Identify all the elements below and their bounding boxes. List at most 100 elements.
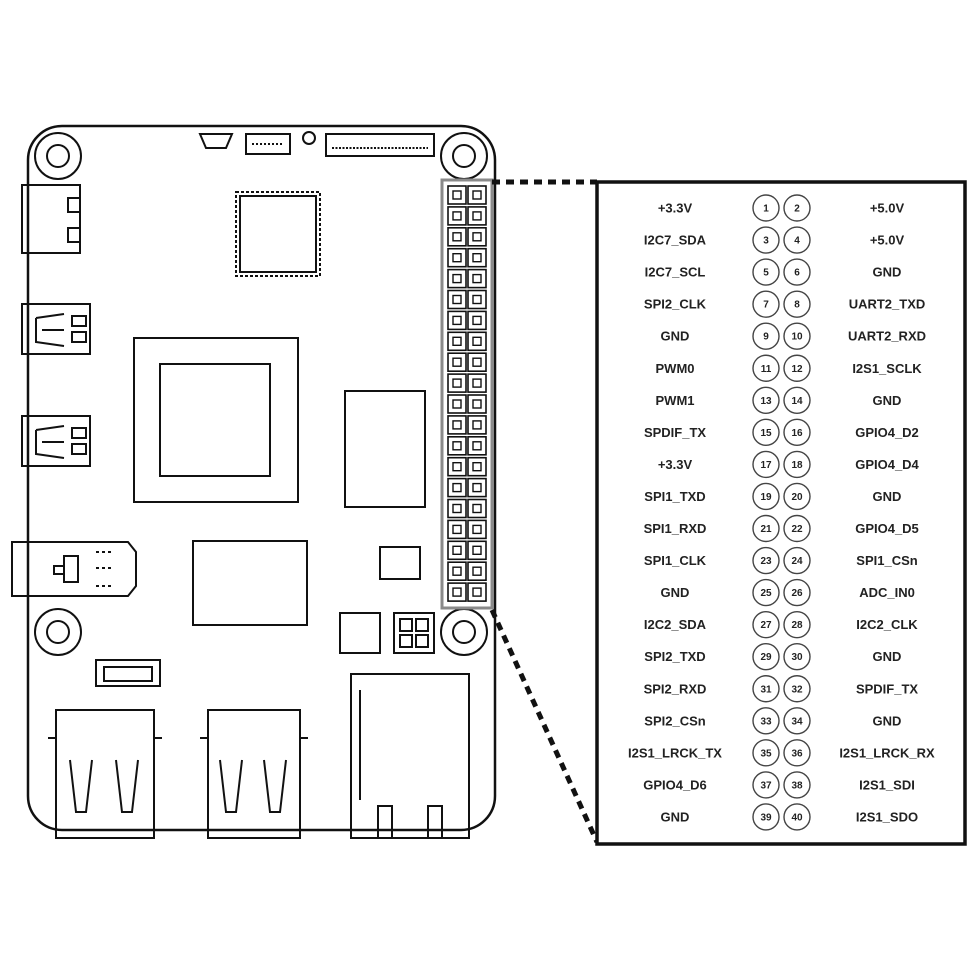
header-pin bbox=[467, 352, 487, 373]
right-pin-label: I2S1_SDI bbox=[859, 777, 915, 792]
top-led bbox=[302, 131, 316, 145]
left-pin-label: PWM1 bbox=[656, 393, 695, 408]
soc-chip bbox=[133, 337, 299, 503]
pin-number-right: 26 bbox=[791, 588, 803, 599]
audio-jack bbox=[11, 541, 137, 597]
left-pin-label: I2C7_SDA bbox=[644, 233, 707, 248]
pin-circle-right bbox=[783, 546, 811, 575]
left-pin-label: SPI2_RXD bbox=[644, 681, 707, 696]
header-pin bbox=[467, 540, 487, 561]
micro-hdmi-port-2 bbox=[21, 415, 91, 467]
header-pin bbox=[447, 185, 467, 205]
top-fpc-connector-large bbox=[325, 133, 435, 157]
header-pin bbox=[467, 456, 487, 477]
micro-hdmi-port-1 bbox=[21, 303, 91, 355]
mounting-hole-top-left bbox=[34, 132, 82, 180]
pin-circle-left bbox=[752, 194, 780, 222]
pin-circle-right bbox=[783, 739, 811, 767]
header-pin bbox=[467, 373, 487, 393]
pin-circle-left bbox=[752, 771, 780, 799]
pin-circle-left bbox=[752, 739, 780, 767]
left-pin-label: SPI2_TXD bbox=[644, 649, 705, 664]
pin-number-left: 3 bbox=[763, 236, 769, 247]
header-pin bbox=[447, 498, 467, 519]
left-pin-label: I2C7_SCL bbox=[645, 265, 706, 280]
pmic-chip bbox=[339, 612, 381, 654]
header-pin bbox=[467, 227, 487, 247]
left-pin-label: GND bbox=[661, 329, 690, 344]
header-pin bbox=[467, 435, 487, 456]
pin-circle-right bbox=[783, 290, 811, 318]
pin-number-left: 19 bbox=[760, 492, 772, 503]
left-pin-label: PWM0 bbox=[656, 361, 695, 376]
header-pin bbox=[467, 289, 487, 310]
header-pin bbox=[447, 289, 467, 310]
header-pin bbox=[467, 415, 487, 435]
left-pin-label: GPIO4_D6 bbox=[643, 777, 707, 792]
pin-number-right: 16 bbox=[791, 428, 803, 439]
fan-header bbox=[393, 612, 435, 654]
header-pin bbox=[447, 331, 467, 352]
pin-number-left: 29 bbox=[760, 652, 772, 663]
pin-number-right: 2 bbox=[794, 204, 800, 215]
right-pin-label: +5.0V bbox=[870, 201, 905, 216]
pin-circle-right bbox=[783, 258, 811, 286]
pin-circle-left bbox=[752, 290, 780, 318]
header-pin bbox=[447, 310, 467, 331]
pin-number-right: 18 bbox=[791, 460, 803, 471]
pin-circle-left bbox=[752, 322, 780, 350]
pin-number-left: 1 bbox=[763, 204, 769, 215]
right-pin-label: UART2_RXD bbox=[848, 329, 926, 344]
pin-number-right: 10 bbox=[791, 332, 803, 343]
header-pin bbox=[467, 310, 487, 331]
pin-number-right: 32 bbox=[791, 684, 803, 695]
gpio-header bbox=[440, 178, 494, 610]
pin-number-right: 20 bbox=[791, 492, 803, 503]
header-pin bbox=[467, 519, 487, 540]
top-fpc-connector-small bbox=[245, 133, 291, 155]
pinout-panel bbox=[595, 180, 967, 846]
right-pin-label: ADC_IN0 bbox=[859, 585, 915, 600]
right-pin-label: GND bbox=[873, 489, 902, 504]
pin-number-right: 38 bbox=[791, 780, 803, 791]
pin-number-right: 22 bbox=[791, 524, 803, 535]
pin-circle-left bbox=[752, 258, 780, 286]
header-pin bbox=[467, 206, 487, 226]
pin-number-right: 34 bbox=[791, 716, 803, 727]
left-pin-label: I2C2_SDA bbox=[644, 617, 707, 632]
header-pin bbox=[447, 561, 467, 582]
header-pin bbox=[447, 227, 467, 247]
pin-circle-right bbox=[783, 322, 811, 350]
header-pin bbox=[447, 268, 467, 289]
pin-circle-left bbox=[752, 482, 780, 511]
header-pin bbox=[467, 247, 487, 268]
right-pin-label: GPIO4_D5 bbox=[855, 521, 919, 536]
pin-circle-right bbox=[783, 771, 811, 799]
ethernet-port bbox=[350, 673, 470, 839]
pin-circle-left bbox=[752, 803, 780, 831]
pin-number-left: 23 bbox=[760, 556, 772, 567]
pin-number-right: 36 bbox=[791, 748, 803, 759]
pin-number-left: 33 bbox=[760, 716, 772, 727]
pin-circle-left bbox=[752, 546, 780, 575]
pin-number-left: 5 bbox=[763, 268, 769, 279]
memory-chip-top bbox=[235, 191, 321, 277]
pin-circle-left bbox=[752, 450, 780, 479]
pin-circle-left bbox=[752, 514, 780, 543]
pin-number-left: 13 bbox=[760, 396, 772, 407]
pin-number-left: 37 bbox=[760, 780, 772, 791]
header-pin bbox=[467, 561, 487, 582]
